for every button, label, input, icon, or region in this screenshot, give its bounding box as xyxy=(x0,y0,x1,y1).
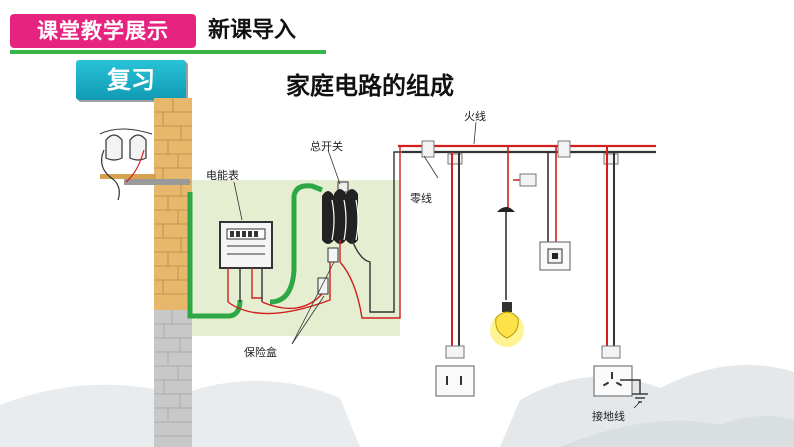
label-neutral-wire: 零线 xyxy=(410,191,432,205)
meter-wires xyxy=(227,268,263,302)
main-switch xyxy=(322,181,359,244)
light-bulb xyxy=(490,302,524,347)
branch-lamp xyxy=(497,146,537,300)
branch-left xyxy=(445,152,465,359)
slide-title: 家庭电路的组成 xyxy=(286,71,454,100)
branch-right xyxy=(601,146,621,359)
header-underline xyxy=(10,50,326,54)
label-fuse-box: 保险盒 xyxy=(244,345,277,359)
leader-lines xyxy=(233,121,641,409)
label-meter: 电能表 xyxy=(206,168,239,182)
section-tag: 课堂教学展示 xyxy=(10,14,196,48)
label-main-switch: 总开关 xyxy=(310,139,343,153)
ground-cable-to-switch xyxy=(269,183,323,305)
label-fire-wire: 火线 xyxy=(464,109,486,123)
review-badge: 复习 xyxy=(76,60,186,100)
ground-cable xyxy=(187,192,243,319)
wall-switch[interactable] xyxy=(539,146,571,271)
brick-wall xyxy=(154,98,192,447)
header-bar: 课堂教学展示 新课导入 xyxy=(10,10,350,50)
socket-two-pin[interactable] xyxy=(435,365,475,397)
fuse-boxes xyxy=(317,247,339,295)
outdoor-insulators xyxy=(99,128,190,201)
label-ground-wire: 接地线 xyxy=(592,409,625,423)
electric-meter xyxy=(219,221,273,269)
section-title: 新课导入 xyxy=(208,18,297,43)
socket-three-pin[interactable] xyxy=(593,365,633,397)
panel-wiring xyxy=(227,145,426,319)
